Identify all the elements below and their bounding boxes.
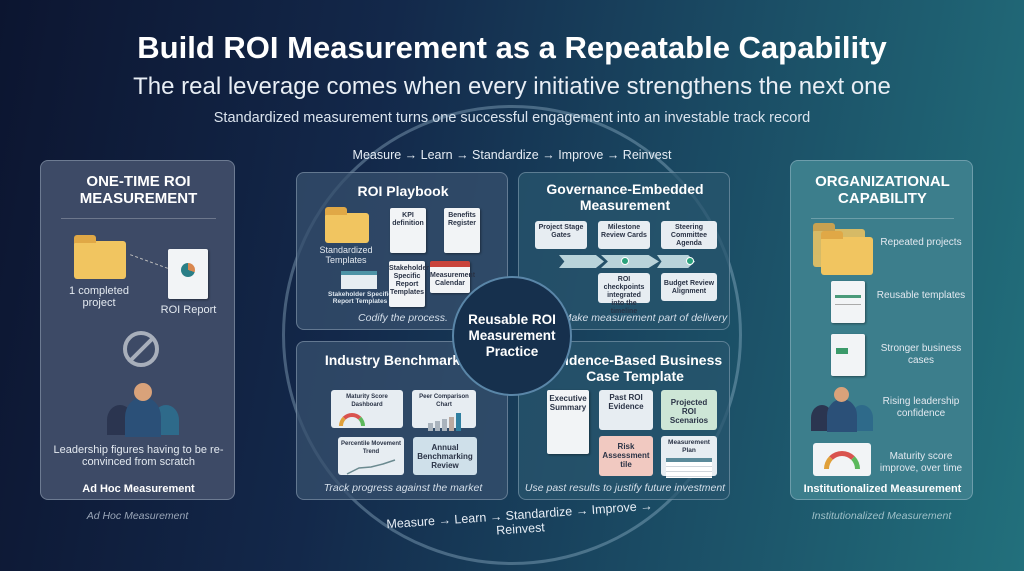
stakeholder-small-label: Stakeholder Specific Report Templates	[328, 291, 392, 305]
left-caption: Ad Hoc Measurement	[86, 510, 189, 522]
timeline-card: Milestone Review Cards	[598, 221, 650, 249]
measurement-plan-title: Measurement Plan	[668, 439, 710, 454]
roi-report-icon	[168, 249, 208, 299]
card-title: ROI Playbook	[357, 183, 449, 199]
timeline-card: Project Stage Gates	[535, 221, 587, 249]
capability-item-label: Reusable templates	[876, 290, 966, 301]
dashboard-title: Maturity Score Dashboard	[346, 394, 388, 408]
executive-summary-doc: Executive Summary	[547, 390, 589, 454]
center-practice-hub: Reusable ROI Measurement Practice	[452, 276, 572, 396]
card-caption: Track progress against the market	[323, 482, 483, 494]
template-icon	[831, 281, 865, 323]
right-caption: Institutionalized Measurement	[811, 510, 952, 522]
percentile-trend-chart: Percentile Movement Trend	[338, 437, 404, 475]
business-case-icon	[831, 334, 865, 376]
card-caption: Make measurement part of delivery	[562, 312, 728, 324]
checkpoint-dot	[621, 257, 629, 265]
table-icon	[666, 458, 712, 478]
folder-icon	[821, 231, 873, 275]
project-label: 1 completed project	[69, 285, 129, 309]
chart-title: Percentile Movement Trend	[340, 441, 402, 455]
checkpoint-dot	[686, 257, 694, 265]
peer-comparison-chart: Peer Comparison Chart	[412, 390, 476, 431]
measurement-plan-card: Measurement Plan	[661, 436, 717, 478]
leadership-icon	[103, 383, 183, 438]
card-title: Evidence-Based Business Case Template	[547, 352, 723, 384]
card-caption: Codify the process.	[358, 312, 448, 324]
card-title: Industry Benchmarking	[324, 352, 482, 368]
capability-item-label: Maturity score improve, over time	[879, 451, 963, 474]
card-title: Governance-Embedded Measurement	[546, 181, 704, 213]
report-template-icon	[341, 271, 377, 289]
leadership-icon	[811, 387, 873, 432]
kpi-definition-doc: KPI definition	[390, 208, 426, 253]
chart-title: Peer Comparison Chart	[419, 394, 469, 408]
divider	[61, 218, 216, 219]
capability-item-label: Rising leadership confidence	[882, 396, 960, 419]
leadership-label: Leadership figures having to be re-convi…	[53, 444, 224, 468]
business-case-card: Evidence-Based Business Case Template Ex…	[518, 341, 730, 500]
cycle-label-top: Measure → Learn → Standardize → Improve …	[352, 148, 672, 162]
timeline-arrow	[657, 255, 695, 268]
past-roi-evidence-card: Past ROI Evidence	[599, 390, 653, 430]
one-time-roi-panel: ONE-TIME ROI MEASUREMENT 1 completed pro…	[40, 160, 235, 500]
stakeholder-report-doc: Stakeholder Specific Report Templates	[389, 261, 429, 307]
gauge-icon	[813, 443, 871, 476]
maturity-dashboard: Maturity Score Dashboard	[331, 390, 403, 428]
report-label: ROI Report	[160, 304, 217, 316]
page-title: Build ROI Measurement as a Repeatable Ca…	[137, 30, 887, 65]
benefits-register-doc: Benefits Register	[444, 208, 480, 253]
bar-chart-icon	[428, 413, 474, 431]
panel-title: ORGANIZATIONAL CAPABILITY	[815, 173, 950, 207]
panel-title: ONE-TIME ROI MEASUREMENT	[79, 173, 198, 207]
connector-line	[130, 254, 168, 269]
timeline-arrow	[559, 255, 604, 268]
divider	[811, 218, 954, 219]
organizational-capability-panel: ORGANIZATIONAL CAPABILITY Repeated proje…	[790, 160, 973, 500]
templates-label: Standardized Templates	[319, 245, 373, 265]
projected-roi-card: Projected ROI Scenarios	[661, 390, 717, 430]
measurement-calendar-icon: Measurement Calendar	[430, 261, 475, 293]
page-subtitle: The real leverage comes when every initi…	[133, 73, 891, 100]
timeline-card: ROI checkpoints integrated into the time…	[598, 273, 650, 315]
risk-assessment-card: Risk Assessment tile	[599, 436, 653, 476]
timeline-arrow	[601, 255, 659, 268]
timeline-card: Steering Committee Agenda	[661, 221, 717, 249]
folder-icon	[74, 235, 126, 279]
timeline-card: Budget Review Alignment	[661, 273, 717, 301]
panel-footer: Ad Hoc Measurement	[82, 483, 195, 495]
prohibited-icon	[123, 331, 159, 367]
annual-review-card: Annual Benchmarking Review	[413, 437, 477, 475]
capability-item-label: Stronger business cases	[880, 343, 962, 366]
card-caption: Use past results to justify future inves…	[524, 482, 726, 494]
gauge-icon	[339, 413, 365, 426]
roi-playbook-card: ROI Playbook Standardized Templates KPI …	[296, 172, 508, 330]
panel-footer: Institutionalized Measurement	[803, 483, 962, 495]
center-label: Reusable ROI Measurement Practice	[468, 312, 556, 359]
benchmarking-card: Industry Benchmarking Maturity Score Das…	[296, 341, 508, 500]
trend-line-icon	[346, 459, 396, 475]
cycle-ring	[282, 105, 742, 565]
capability-item-label: Repeated projects	[880, 237, 962, 248]
folder-icon	[325, 207, 369, 243]
